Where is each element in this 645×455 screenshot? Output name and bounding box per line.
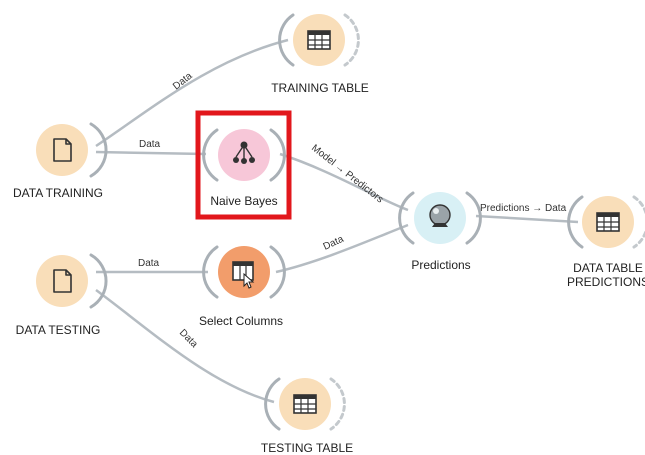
- link-select-columns-to-predictions[interactable]: [275, 223, 409, 274]
- input-anchor[interactable]: [567, 195, 584, 249]
- node-label-data-training: DATA TRAINING: [13, 186, 103, 200]
- link-label-bayes-to-predictions: Model → Predictors: [309, 143, 385, 206]
- input-anchor[interactable]: [202, 245, 219, 299]
- link-testing-to-testing-table[interactable]: [95, 288, 275, 404]
- output-anchor: [343, 13, 360, 67]
- node-data-training[interactable]: DATA TRAINING: [13, 122, 108, 200]
- document-icon: [53, 269, 72, 293]
- input-anchor[interactable]: [264, 377, 281, 431]
- output-anchor[interactable]: [89, 253, 108, 309]
- node-data-table-predictions[interactable]: DATA TABLE PREDICTIONS: [567, 195, 645, 289]
- link-training-to-training-table[interactable]: [95, 38, 289, 148]
- crystal-ball-icon: [429, 204, 451, 227]
- node-select-columns[interactable]: Select Columns: [199, 245, 286, 328]
- node-label-select-columns: Select Columns: [199, 314, 283, 328]
- node-naive-bayes[interactable]: Naive Bayes: [195, 110, 292, 220]
- node-predictions[interactable]: Predictions: [398, 191, 482, 272]
- output-anchor: [632, 195, 645, 249]
- node-data-testing[interactable]: DATA TESTING: [16, 253, 108, 337]
- link-label-testing-to-table: Data: [177, 327, 200, 350]
- link-training-to-naive-bayes[interactable]: [95, 150, 207, 156]
- table-icon: [293, 394, 317, 414]
- output-anchor[interactable]: [269, 245, 286, 299]
- link-label-training-to-table: Data: [171, 70, 195, 92]
- highlight-box: [195, 110, 292, 220]
- input-anchor[interactable]: [278, 13, 295, 67]
- file-widget-circle[interactable]: [36, 124, 88, 176]
- node-label-training-table: TRAINING TABLE: [271, 81, 369, 95]
- link-predictions-to-data-table[interactable]: [475, 214, 579, 224]
- output-anchor[interactable]: [89, 122, 108, 178]
- select-columns-icon: [232, 261, 255, 289]
- output-anchor: [329, 377, 346, 431]
- input-anchor[interactable]: [398, 191, 415, 245]
- input-anchor[interactable]: [202, 128, 219, 182]
- table-icon: [596, 212, 620, 232]
- output-anchor[interactable]: [269, 128, 286, 182]
- link-label-predictions-to-table: Predictions → Data: [480, 203, 567, 214]
- node-label-predictions: Predictions: [411, 258, 470, 272]
- node-label-data-table-line1: DATA TABLE: [573, 261, 643, 275]
- node-label-naive-bayes: Naive Bayes: [210, 194, 277, 208]
- output-anchor[interactable]: [465, 191, 482, 245]
- workflow-links: [95, 38, 579, 404]
- file-widget-circle[interactable]: [36, 255, 88, 307]
- table-icon: [307, 30, 331, 50]
- node-testing-table[interactable]: TESTING TABLE: [261, 377, 353, 455]
- node-training-table[interactable]: TRAINING TABLE: [271, 13, 369, 95]
- document-icon: [53, 138, 72, 162]
- node-label-testing-table: TESTING TABLE: [261, 441, 353, 455]
- link-naive-bayes-to-predictions[interactable]: [279, 152, 409, 212]
- link-label-training-to-bayes: Data: [139, 139, 161, 150]
- tree-network-icon: [233, 141, 255, 164]
- node-label-data-testing: DATA TESTING: [16, 323, 101, 337]
- node-label-data-table-line2: PREDICTIONS: [567, 275, 645, 289]
- link-label-testing-to-select: Data: [138, 258, 160, 269]
